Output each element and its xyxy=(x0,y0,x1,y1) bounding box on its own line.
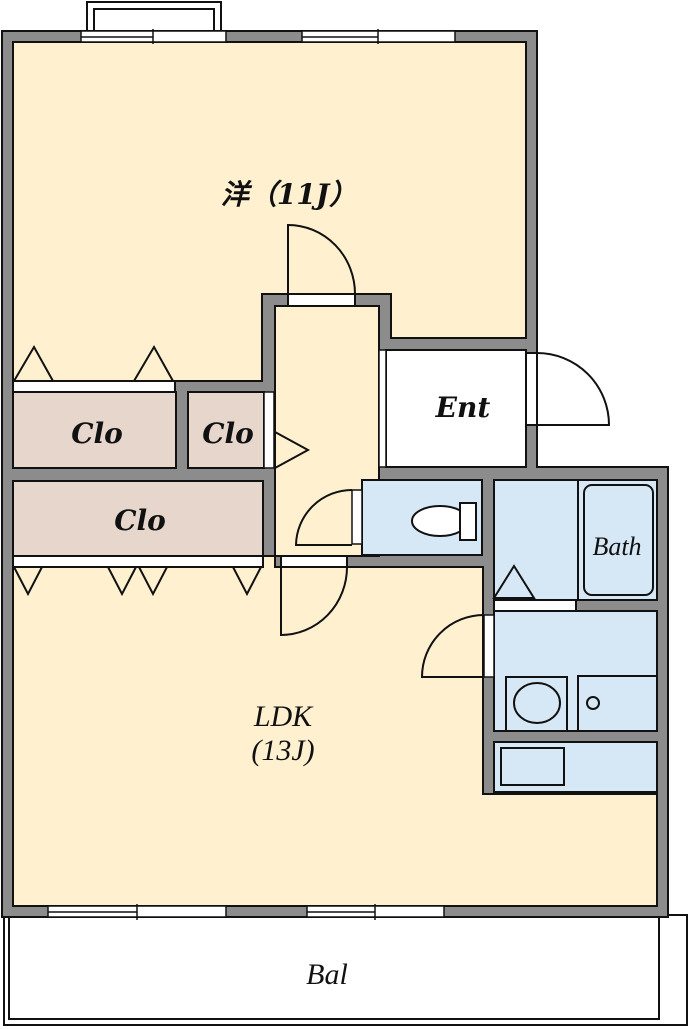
door-toilet xyxy=(294,489,353,546)
label-balcony: Bal xyxy=(306,958,348,991)
label-closet-left: Clo xyxy=(71,417,123,450)
bathtub-icon xyxy=(583,484,654,596)
closet-door-marks xyxy=(13,344,311,597)
label-western: 洋（11J） xyxy=(221,178,357,211)
label-bath: Bath xyxy=(592,532,641,561)
label-closet-small: Clo xyxy=(202,417,254,450)
room-closet-left xyxy=(12,391,177,469)
label-ldk-size: (13J) xyxy=(251,734,314,767)
label-entrance: Ent xyxy=(435,391,491,424)
door-ldk xyxy=(280,555,348,637)
label-closet-long: Clo xyxy=(114,504,166,537)
stove-icon xyxy=(500,747,565,786)
balcony xyxy=(3,914,688,1026)
door-western xyxy=(287,223,356,307)
window-top xyxy=(80,29,456,44)
door-washroom xyxy=(420,614,485,678)
room-closet-long xyxy=(12,480,264,557)
door-entrance xyxy=(525,352,611,426)
label-ldk: LDK xyxy=(253,700,314,733)
window-bottom xyxy=(47,904,445,920)
sink-icon xyxy=(577,675,658,732)
toilet-icon xyxy=(411,502,477,541)
room-washroom xyxy=(493,479,579,601)
room-closet-small xyxy=(187,391,265,469)
